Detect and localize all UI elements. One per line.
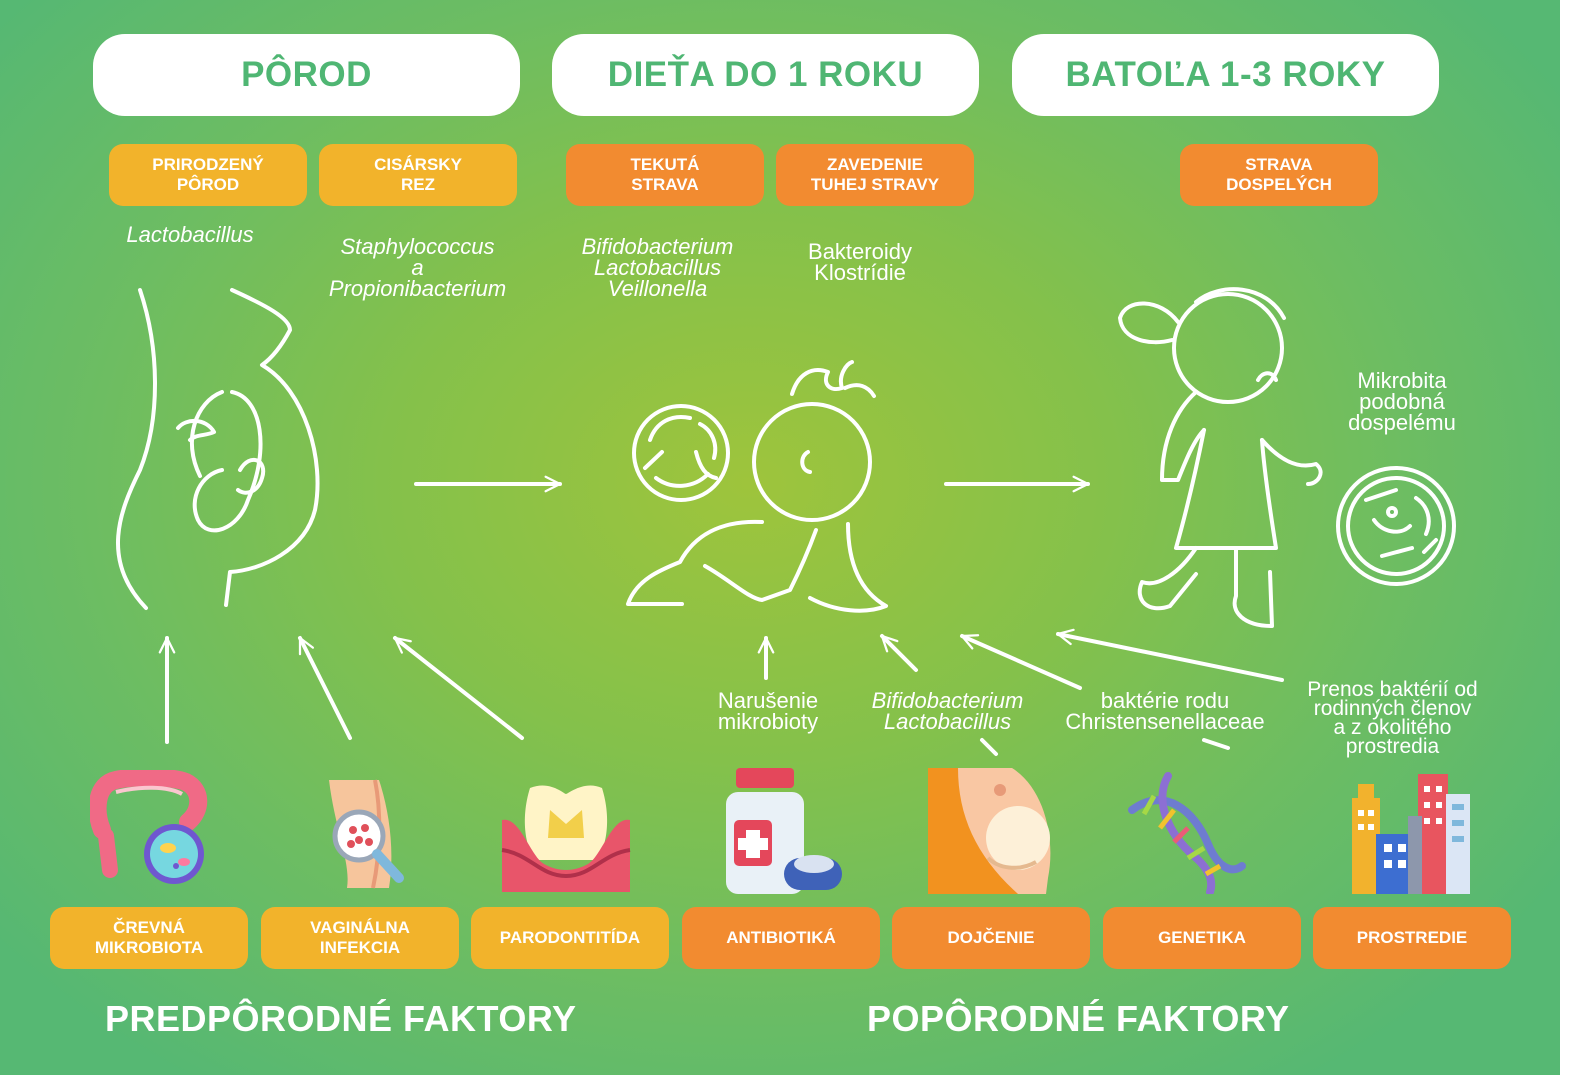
stage-toddler: BATOĽA 1-3 ROKY <box>1012 34 1439 116</box>
tag-c-section: CISÁRSKY REZ <box>319 144 517 206</box>
note-environment: Prenos baktérií od rodinných členov a z … <box>1307 678 1478 758</box>
factor-periodontitis: PARODONTITÍDA <box>471 907 669 969</box>
footer-postnatal: POPÔRODNÉ FAKTORY <box>867 998 1290 1039</box>
factor-environment: PROSTREDIE <box>1313 907 1511 969</box>
city-buildings-icon <box>1352 774 1470 894</box>
note-antibiotics: Narušenie mikrobioty <box>717 688 819 734</box>
tag-solid-food: ZAVEDENIE TUHEJ STRAVY <box>776 144 974 206</box>
tag-natural-birth: PRIRODZENÝ PÔROD <box>109 144 307 206</box>
walking-toddler-icon <box>1118 287 1323 628</box>
factor-antibiotics: ANTIBIOTIKÁ <box>682 907 880 969</box>
bacteria-toddler: Mikrobita podobná dospelému <box>1348 368 1456 435</box>
intestine-microbe-icon <box>90 770 208 884</box>
arrow-genetics <box>960 634 1082 690</box>
note-genetics: baktérie rodu Christensenellaceae <box>1065 688 1265 734</box>
dna-icon <box>1128 772 1246 894</box>
bacteria-c-section: Staphylococcus a Propionibacterium <box>328 234 507 301</box>
microbiota-circle-icon <box>1336 466 1456 586</box>
arrow-breastfeeding <box>880 634 918 672</box>
stage-birth: PÔROD <box>93 34 520 116</box>
tooth-gum-icon <box>501 785 631 892</box>
pregnant-woman-icon <box>115 288 320 610</box>
factor-breastfeeding: DOJČENIE <box>892 907 1090 969</box>
arrow-vaginal <box>298 636 352 740</box>
bacteria-liquid-food: Bifidobacterium Lactobacillus Veillonell… <box>581 234 734 301</box>
microbiome-development-infographic: PÔROD DIEŤA DO 1 ROKU BATOĽA 1-3 ROKY PR… <box>0 0 1560 1075</box>
stage-infant: DIEŤA DO 1 ROKU <box>552 34 979 116</box>
arrow-periodontitis <box>393 636 524 740</box>
bacteria-solid-food: Bakteroidy Klostrídie <box>808 239 912 285</box>
arrow-environment <box>1056 628 1284 682</box>
bacteria-circle-icon <box>632 404 730 502</box>
medicine-bottle-icon <box>726 768 842 894</box>
note-breastfeeding: Bifidobacterium Lactobacillus <box>871 688 1024 734</box>
line-art-layer <box>115 287 1456 740</box>
tag-liquid-food: TEKUTÁ STRAVA <box>566 144 764 206</box>
factor-vaginal-infection: VAGINÁLNA INFEKCIA <box>261 907 459 969</box>
factor-genetics: GENETIKA <box>1103 907 1301 969</box>
breastfeeding-icon <box>928 768 1051 894</box>
vaginal-magnifier-icon <box>329 779 404 889</box>
tag-adult-food: STRAVA DOSPELÝCH <box>1180 144 1378 206</box>
bacteria-natural-birth: Lactobacillus <box>126 222 254 247</box>
footer-prenatal: PREDPÔRODNÉ FAKTORY <box>105 998 577 1039</box>
factor-gut-microbiota: ČREVNÁ MIKROBIOTA <box>50 907 248 969</box>
crawling-baby-icon <box>626 360 888 613</box>
